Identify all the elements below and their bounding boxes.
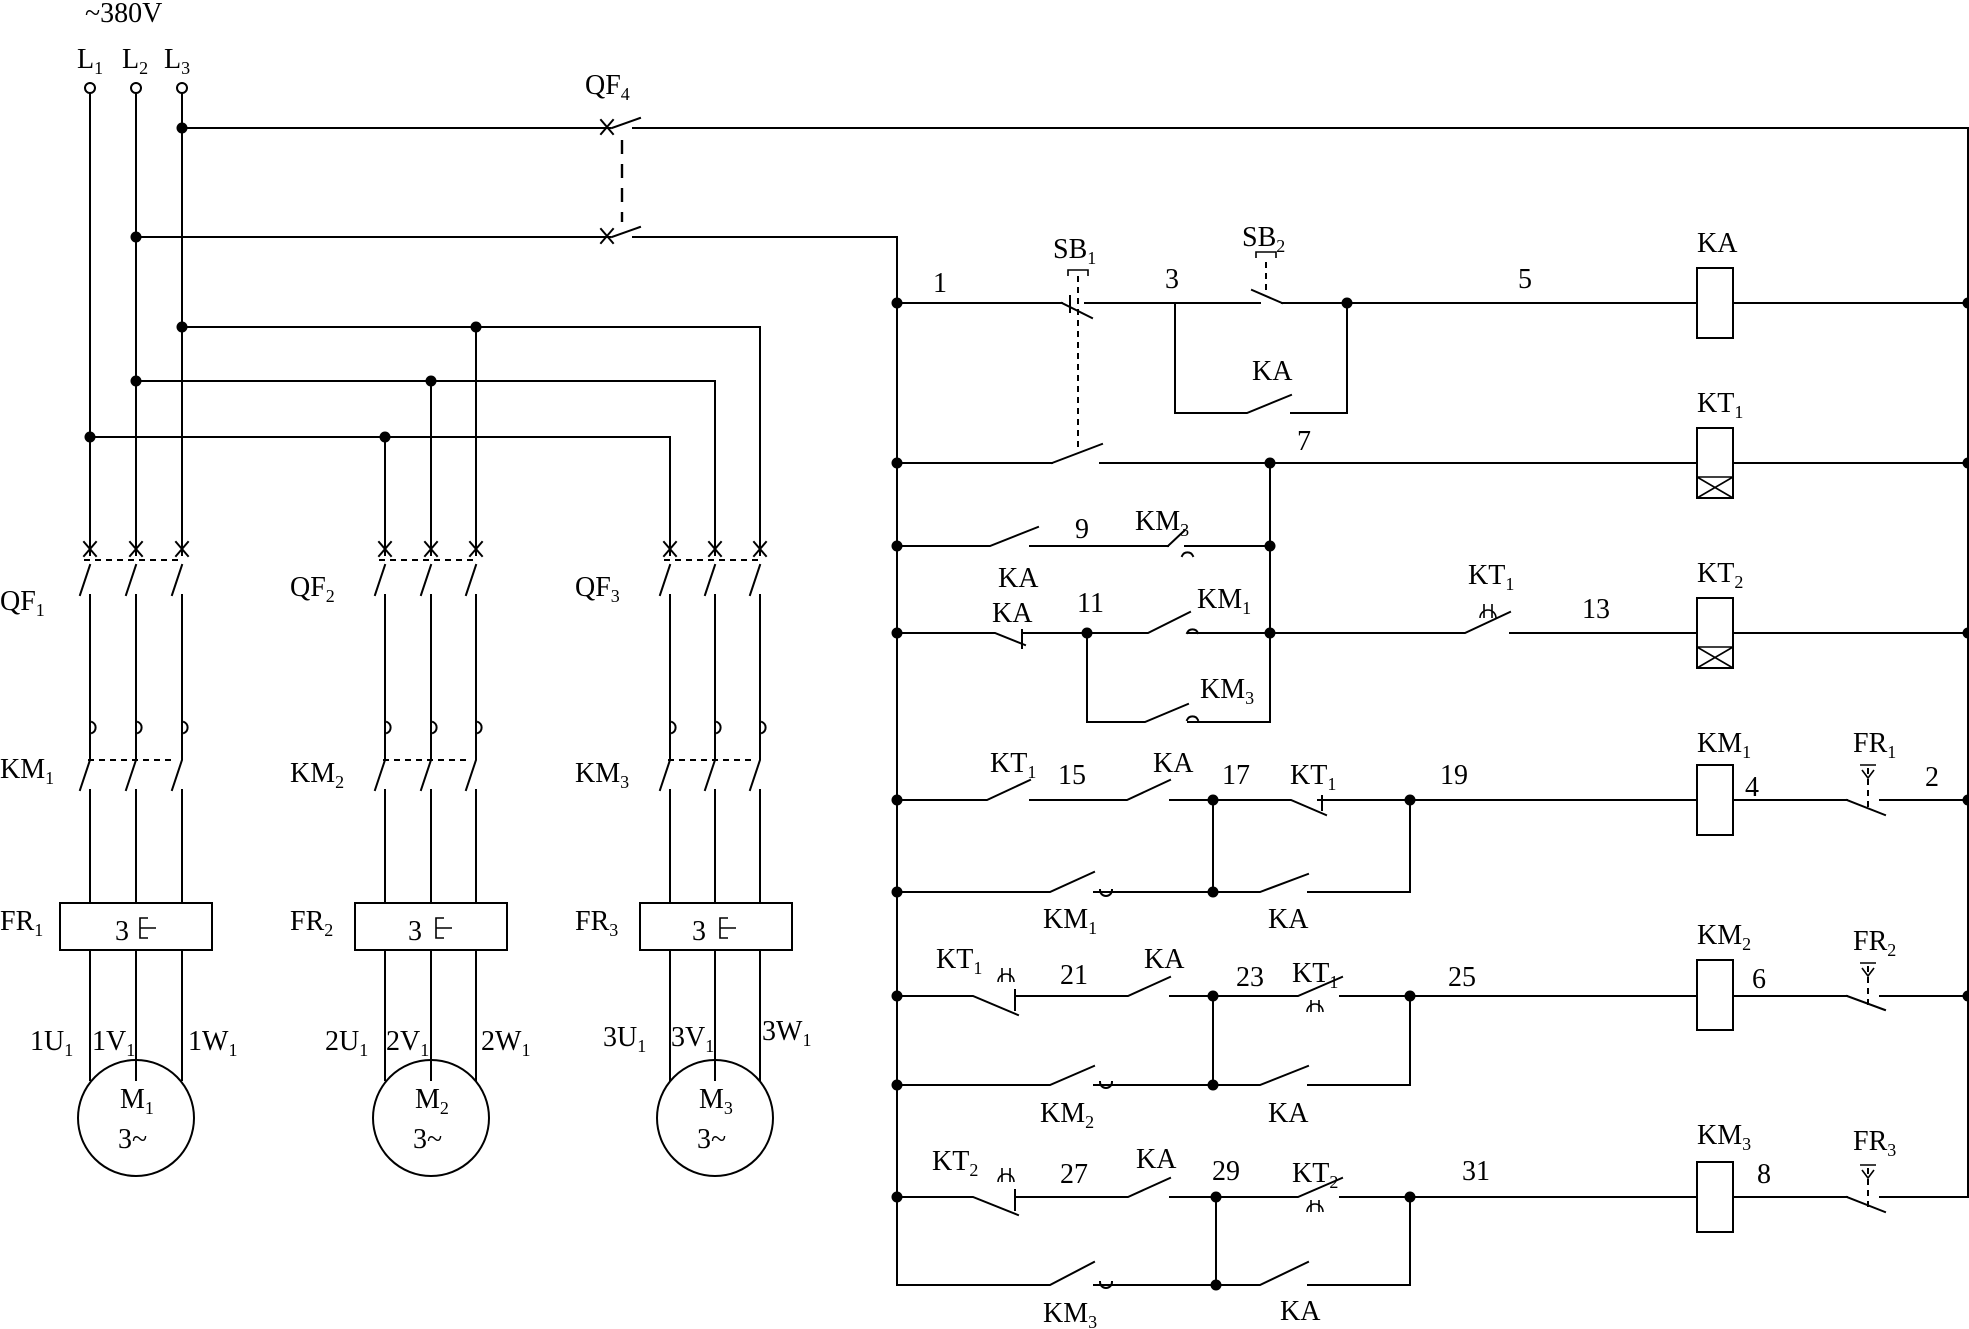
km2-seal-label: KM2 <box>1040 1098 1094 1132</box>
node-29: 29 <box>1212 1156 1240 1187</box>
ka-rung7b-label: KA <box>1280 1296 1321 1327</box>
kt2-nc-label: KT2 <box>932 1146 978 1180</box>
motor-m1-label: M1 <box>120 1084 154 1118</box>
m3-terminal-w: 3W1 <box>762 1016 811 1050</box>
fr3-poles: 3 <box>692 916 706 947</box>
phase-conductors <box>89 92 761 541</box>
node-19: 19 <box>1440 760 1468 791</box>
km3-contact-label: KM3 <box>1200 674 1254 708</box>
control-junction-dots <box>891 297 1969 1291</box>
km2-coil-label: KM2 <box>1697 920 1751 954</box>
branch-2 <box>354 539 508 1177</box>
branch-1 <box>59 539 213 1177</box>
m2-terminal-v: 2V1 <box>386 1026 429 1060</box>
terminal-l2 <box>130 82 142 94</box>
km1-power-label: KM1 <box>0 754 54 788</box>
km3-nc-label: KM3 <box>1135 506 1189 540</box>
kt2-timed-label: KT2 <box>1292 1158 1338 1192</box>
phase-l3-label: L3 <box>164 44 190 78</box>
km3-power-label: KM3 <box>575 758 629 792</box>
qf1-label: QF1 <box>0 586 45 620</box>
ka-coil-label: KA <box>1697 228 1738 259</box>
fr3-label: FR3 <box>575 906 618 940</box>
fr1-label: FR1 <box>0 906 43 940</box>
kt1-nc-rung6-label: KT1 <box>936 944 982 978</box>
ka-rung6-label: KA <box>1144 944 1185 975</box>
node-23: 23 <box>1236 962 1264 993</box>
motor-m3-phase: 3~ <box>697 1124 726 1155</box>
phase-l1-label: L1 <box>77 44 103 78</box>
km1-contact-label: KM1 <box>1197 584 1251 618</box>
fr3-contact-label: FR3 <box>1853 1126 1896 1160</box>
node-31: 31 <box>1462 1156 1490 1187</box>
ka-nc-label: KA <box>992 598 1033 629</box>
ka-rung5b-label: KA <box>1268 904 1309 935</box>
m1-terminal-w: 1W1 <box>188 1026 237 1060</box>
m3-terminal-u: 3U1 <box>603 1022 646 1056</box>
node-17: 17 <box>1222 760 1250 791</box>
node-13: 13 <box>1582 594 1610 625</box>
node-5: 5 <box>1518 264 1532 295</box>
node-21: 21 <box>1060 960 1088 991</box>
motor-m2-label: M2 <box>415 1084 449 1118</box>
terminal-l3 <box>176 82 188 94</box>
node-15: 15 <box>1058 760 1086 791</box>
qf2-label: QF2 <box>290 572 335 606</box>
node-4: 4 <box>1745 772 1759 803</box>
node-2: 2 <box>1925 762 1939 793</box>
sb2-label: SB2 <box>1242 222 1285 256</box>
qf3-label: QF3 <box>575 572 620 606</box>
kt2-coil-label: KT2 <box>1697 558 1743 592</box>
node-25: 25 <box>1448 962 1476 993</box>
m1-terminal-v: 1V1 <box>92 1026 135 1060</box>
node-9: 9 <box>1075 514 1089 545</box>
km3-coil-label: KM3 <box>1697 1120 1751 1154</box>
terminal-l1 <box>84 82 96 94</box>
fr1-poles: 3 <box>115 916 129 947</box>
node-11: 11 <box>1077 588 1104 619</box>
km1-coil-label: KM1 <box>1697 728 1751 762</box>
control-circuit <box>896 236 1969 1289</box>
kt1-coil-label: KT1 <box>1697 388 1743 422</box>
ka-rung7-label: KA <box>1136 1144 1177 1175</box>
phase-l2-label: L2 <box>122 44 148 78</box>
km1-seal-label: KM1 <box>1043 904 1097 938</box>
node-7: 7 <box>1297 426 1311 457</box>
m2-terminal-u: 2U1 <box>325 1026 368 1060</box>
km2-power-label: KM2 <box>290 758 344 792</box>
sb1-label: SB1 <box>1053 234 1096 268</box>
fr1-contact-label: FR1 <box>1853 728 1896 762</box>
node-3: 3 <box>1165 264 1179 295</box>
motor-m2-phase: 3~ <box>413 1124 442 1155</box>
ka-label-a: KA <box>998 563 1039 594</box>
fr2-label: FR2 <box>290 906 333 940</box>
km3-seal-label: KM3 <box>1043 1298 1097 1329</box>
node-27: 27 <box>1060 1159 1088 1190</box>
motor-m1-phase: 3~ <box>118 1124 147 1155</box>
kt1-nc-rung5-label: KT1 <box>1290 760 1336 794</box>
m3-terminal-v: 3V1 <box>671 1022 714 1056</box>
fr2-poles: 3 <box>408 916 422 947</box>
node-8: 8 <box>1757 1159 1771 1190</box>
junction-dots <box>84 122 482 443</box>
ka-rung6b-label: KA <box>1268 1098 1309 1129</box>
ka-hold-contact-label: KA <box>1252 356 1293 387</box>
supply-voltage-label: ~380V <box>85 0 162 29</box>
kt1-timed-rung6-label: KT1 <box>1292 958 1338 992</box>
node-1: 1 <box>933 268 947 299</box>
node-6: 6 <box>1752 964 1766 995</box>
ka-rung5-label: KA <box>1153 748 1194 779</box>
qf4-label: QF4 <box>585 70 630 104</box>
branch-3 <box>639 539 793 1177</box>
motor-m3-label: M3 <box>699 1084 733 1118</box>
kt1-no-label: KT1 <box>990 748 1036 782</box>
kt1-timed-nc-label: KT1 <box>1468 560 1514 594</box>
m1-terminal-u: 1U1 <box>30 1026 73 1060</box>
m2-terminal-w: 2W1 <box>481 1026 530 1060</box>
fr2-contact-label: FR2 <box>1853 926 1896 960</box>
node-numbers: 1 3 5 7 9 11 13 15 17 19 21 23 25 27 29 … <box>933 264 1939 1190</box>
